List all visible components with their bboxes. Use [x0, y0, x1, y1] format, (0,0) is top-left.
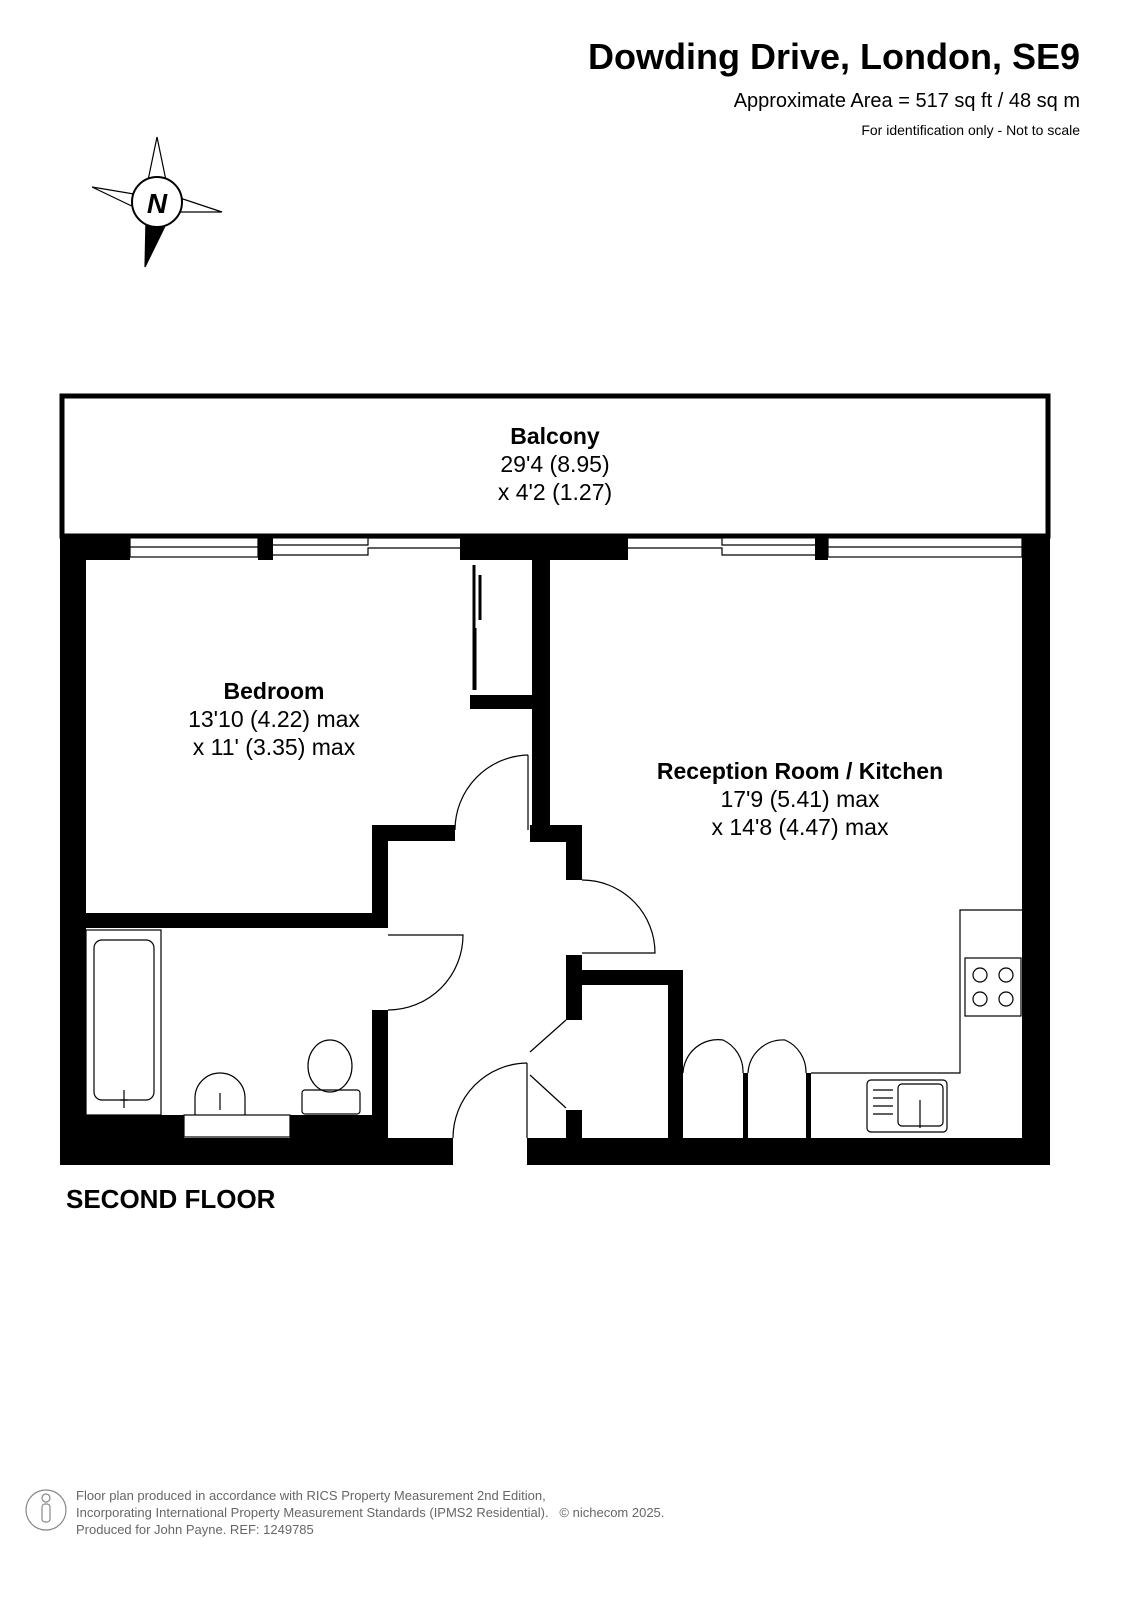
footer-line-3: Produced for John Payne. REF: 1249785 — [76, 1522, 314, 1537]
property-title: Dowding Drive, London, SE9 — [587, 36, 1080, 77]
approximate-area: Approximate Area = 517 sq ft / 48 sq m — [733, 90, 1080, 112]
floor-label: SECOND FLOOR — [66, 1184, 276, 1214]
scale-note: For identification only - Not to scale — [861, 122, 1080, 138]
footer-line-2: Incorporating International Property Mea… — [76, 1505, 665, 1520]
copyright: © nichecom 2025. — [559, 1505, 665, 1520]
footer-notes: Floor plan produced in accordance with R… — [76, 1487, 664, 1538]
compass-icon: N — [91, 136, 223, 268]
walls — [60, 534, 1050, 1165]
footer-line-1: Floor plan produced in accordance with R… — [76, 1488, 546, 1503]
compass-label: N — [147, 188, 168, 219]
person-icon — [25, 1489, 67, 1531]
fixtures — [85, 536, 1023, 1139]
